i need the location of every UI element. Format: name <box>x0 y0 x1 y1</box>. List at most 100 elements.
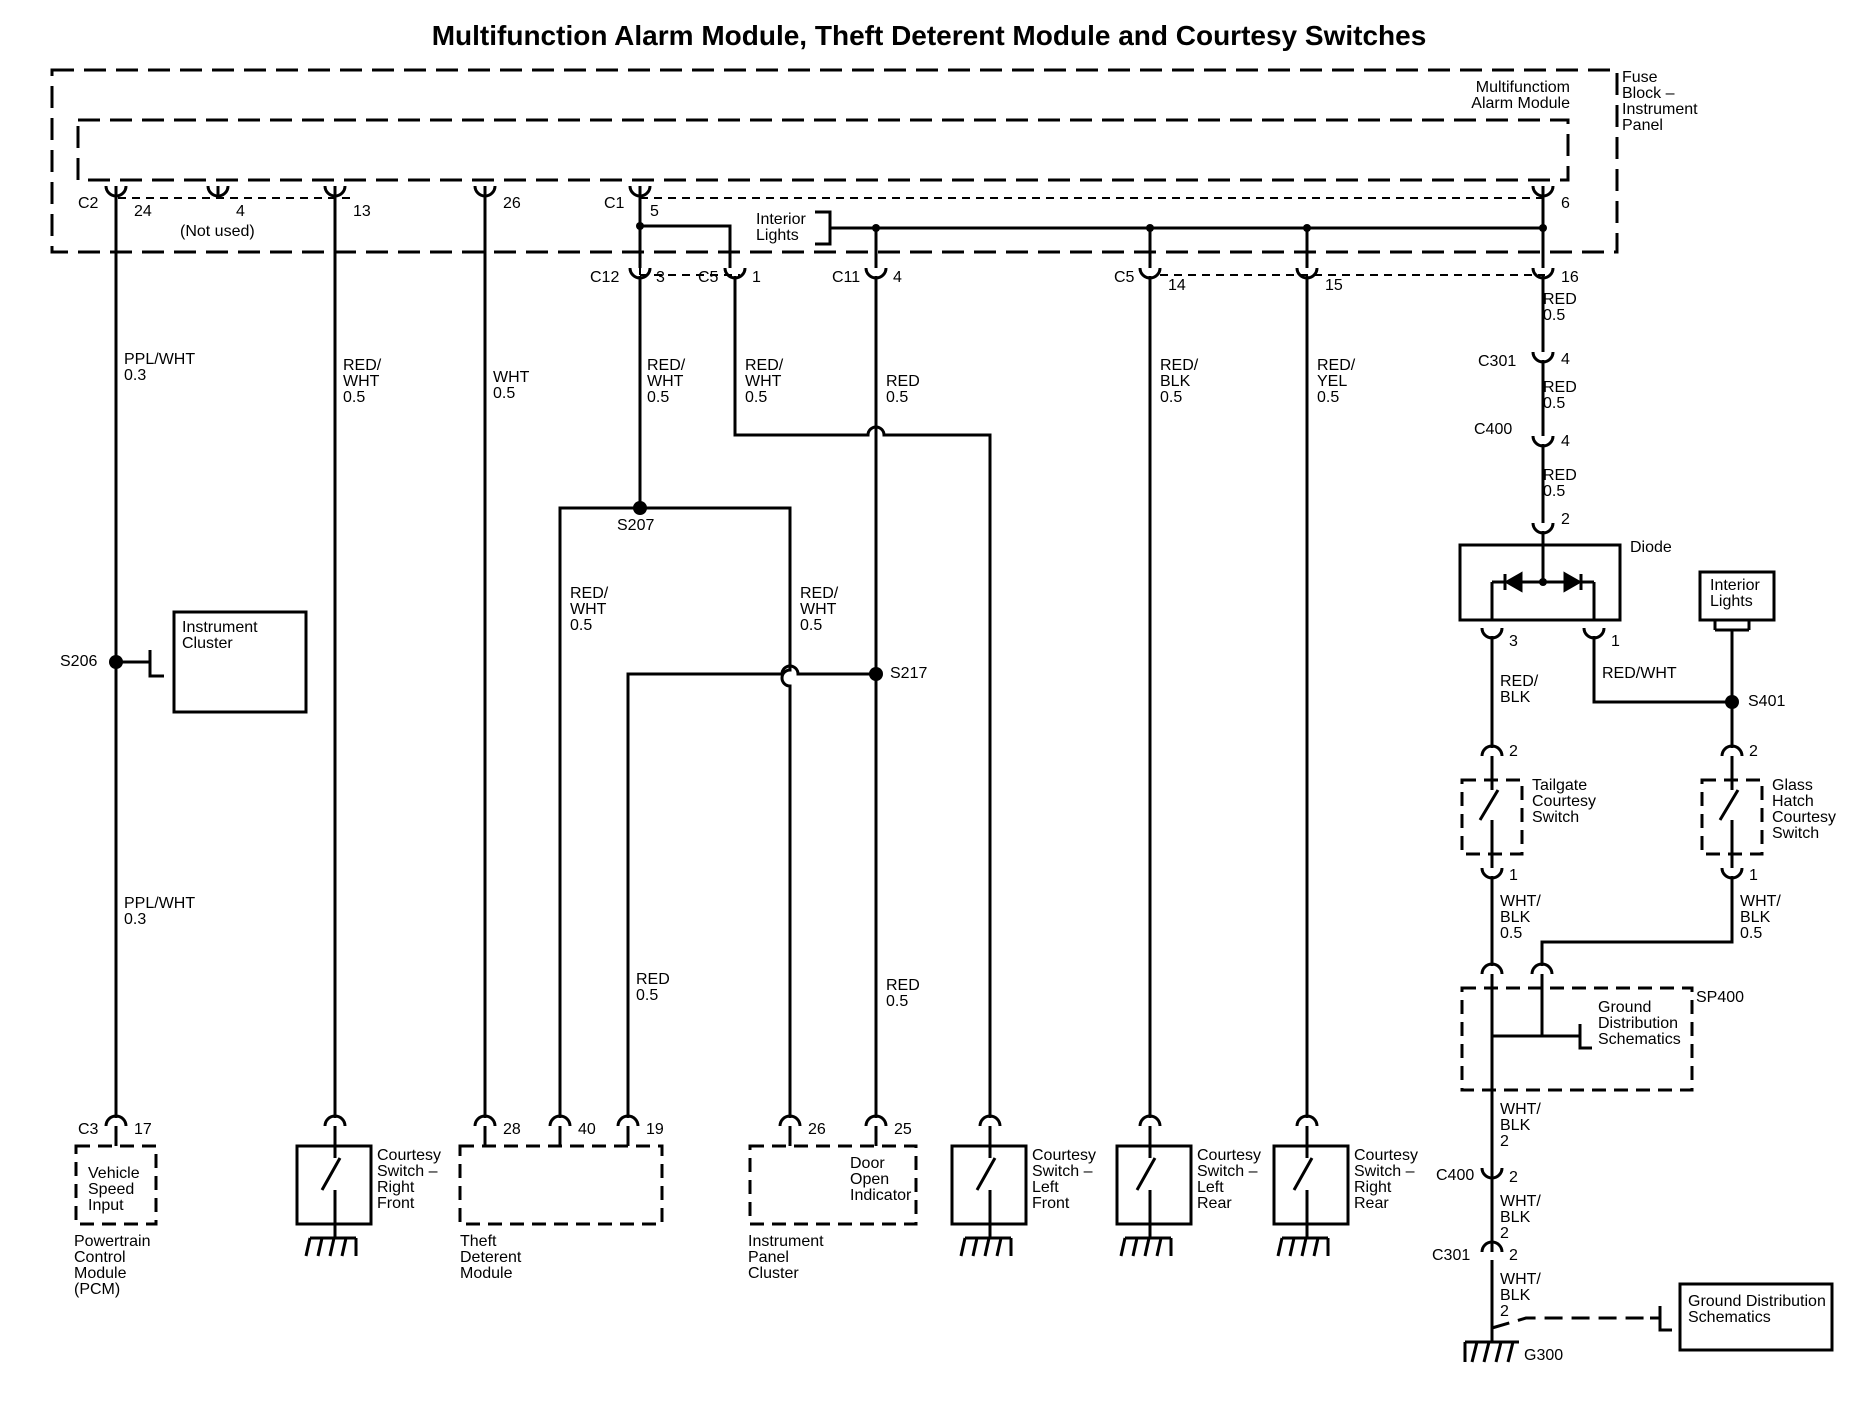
sp400-internal <box>1490 974 1592 1192</box>
glass-cup-top <box>1720 744 1744 757</box>
pin-17: 17 <box>134 1121 152 1138</box>
courtesy-switch-rr <box>1272 1126 1350 1257</box>
theft-deterent-box <box>458 1144 664 1226</box>
pin-6: 6 <box>1561 195 1570 212</box>
pin-1-diode: 1 <box>1611 633 1620 650</box>
wire-red-wht-c5 <box>733 276 992 1118</box>
wire-s217-to-19 <box>626 664 876 1118</box>
s401-label: S401 <box>1748 693 1785 710</box>
pin-4-unused: 4 <box>236 203 245 220</box>
c400a-label: C400 <box>1474 421 1512 438</box>
pin-2-c301: 2 <box>1509 1247 1518 1264</box>
wire-s207-right <box>640 506 792 1118</box>
c11-label: C11 <box>832 269 860 286</box>
pin-16: 16 <box>1561 269 1579 286</box>
alarm-module-outline <box>76 118 1570 182</box>
pin-4-c301: 4 <box>1561 351 1570 368</box>
pin-13: 13 <box>353 203 371 220</box>
diode-box <box>1458 543 1622 622</box>
wire-wht-blk-glass <box>1540 876 1734 966</box>
wire-red-wht-diode-label: RED/WHT <box>1602 665 1677 682</box>
courtesy-switch-lr <box>1115 1126 1193 1257</box>
sp400-label: SP400 <box>1696 989 1744 1006</box>
wire-s206-cluster <box>116 650 164 678</box>
diode-symbol <box>1490 545 1596 620</box>
diagram-title: Multifunction Alarm Module, Theft Detere… <box>431 20 1427 51</box>
bottom-pin-stubs <box>114 1126 878 1146</box>
pin-4-c400: 4 <box>1561 433 1570 450</box>
pin-3-c12: 3 <box>656 269 665 286</box>
wire-interior-bus <box>640 224 732 268</box>
diode-label: Diode <box>1630 539 1672 556</box>
s206-label: S206 <box>60 653 97 670</box>
s207-label: S207 <box>617 517 654 534</box>
fuse-block-outline <box>50 68 1619 254</box>
pin-3-diode: 3 <box>1509 633 1518 650</box>
pin-25: 25 <box>894 1121 912 1138</box>
ground-dist-bracket <box>1650 1306 1672 1332</box>
c301b-label: C301 <box>1432 1247 1470 1264</box>
interior-lights-right-box <box>1698 570 1776 622</box>
wire-interior-lights-right <box>1713 620 1751 748</box>
pin-5: 5 <box>650 203 659 220</box>
pin-1-glass: 1 <box>1749 867 1758 884</box>
wire-red-blk-diode-label: RED/BLK <box>1500 673 1539 706</box>
pin-28: 28 <box>503 1121 521 1138</box>
pin-19: 19 <box>646 1121 664 1138</box>
sp400-cups <box>1480 962 1554 975</box>
vehicle-speed-input-box <box>74 1144 158 1226</box>
ground-g300 <box>1463 1340 1519 1363</box>
c12-label: C12 <box>590 269 619 286</box>
c1-label: C1 <box>604 195 625 212</box>
pin-40: 40 <box>578 1121 596 1138</box>
pin-1-c5: 1 <box>752 269 761 286</box>
diode-pin-cups <box>1480 627 1606 640</box>
pin-14: 14 <box>1168 277 1186 294</box>
c5a-label: C5 <box>698 269 719 286</box>
pin-26-ipc: 26 <box>808 1121 826 1138</box>
courtesy-switch-lf <box>950 1126 1028 1257</box>
pin-24: 24 <box>134 203 152 220</box>
pin-4-c11: 4 <box>893 269 902 286</box>
not-used-label: (Not used) <box>180 223 255 240</box>
c5b-label: C5 <box>1114 269 1135 286</box>
courtesy-switch-rf <box>295 1126 373 1257</box>
pin-2-c400: 2 <box>1509 1169 1518 1186</box>
s217-label: S217 <box>890 665 927 682</box>
g300-label: G300 <box>1524 1347 1563 1364</box>
c2-label: C2 <box>78 195 99 212</box>
pin-2-diode: 2 <box>1561 511 1570 528</box>
c400b-label: C400 <box>1436 1167 1474 1184</box>
pin-15: 15 <box>1325 277 1343 294</box>
splice-dots <box>109 222 1739 709</box>
c301a-label: C301 <box>1478 353 1516 370</box>
